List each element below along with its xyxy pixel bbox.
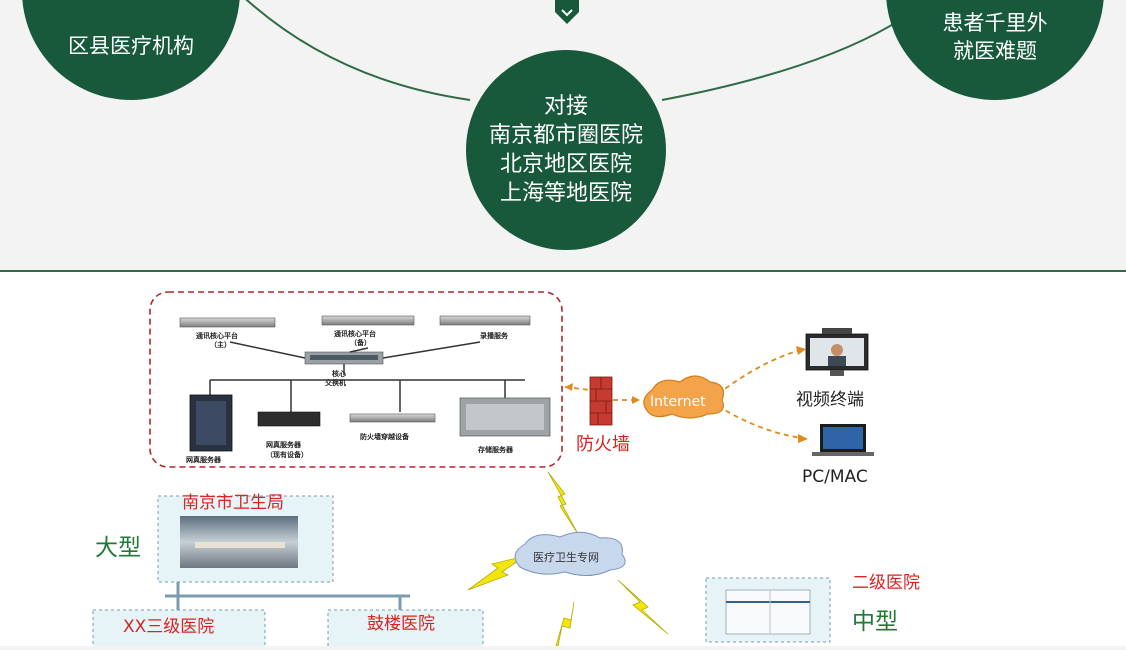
connection-line-4: 上海等地医院: [499, 181, 632, 206]
connector-arcs: [245, 0, 901, 101]
secondary-hospital-site: [705, 577, 831, 643]
large-tier-label: 大型: [95, 535, 141, 561]
arrow-heads: [565, 346, 808, 443]
connection-line-1: 对接: [543, 94, 588, 119]
xx-hospital-site: [92, 609, 266, 650]
svg-text:通讯核心平台: 通讯核心平台: [196, 331, 238, 340]
svg-text:防火墙穿越设备: 防火墙穿越设备: [360, 432, 410, 441]
internet-label: Internet: [650, 394, 706, 410]
network-diagram: 通讯核心平台 （主） 通讯核心平台 （备） 录播服务 核心 交换机: [92, 291, 920, 650]
secondary-hospital-label: 二级医院: [852, 573, 920, 593]
patient-line-2: 就医难题: [953, 39, 1037, 63]
internet-cloud-icon: [643, 375, 725, 419]
svg-text:（现有设备）: （现有设备）: [266, 450, 308, 459]
network-diagram-panel: 通讯核心平台 （主） 通讯核心平台 （备） 录播服务 核心 交换机: [0, 272, 1126, 650]
gateway-server: 网真服务器: [186, 394, 233, 464]
gulou-hospital-label: 鼓楼医院: [367, 614, 435, 634]
down-arrow-icon: [555, 0, 579, 24]
pc-mac-label: PC/MAC: [802, 467, 868, 487]
svg-text:通讯核心平台: 通讯核心平台: [334, 329, 376, 338]
svg-text:核心: 核心: [332, 369, 346, 378]
svg-text:网真服务器: 网真服务器: [266, 440, 302, 449]
server-links: [209, 341, 525, 412]
gateway-server-existing: 网真服务器 （现有设备）: [257, 411, 321, 459]
connection-circle: 对接 南京都市圈医院 北京地区医院 上海等地医院: [466, 50, 666, 250]
svg-text:交换机: 交换机: [325, 378, 346, 387]
patient-line-1: 患者千里外: [942, 11, 1048, 35]
connection-line-2: 南京都市圈医院: [488, 123, 643, 148]
svg-text:（备）: （备）: [350, 338, 371, 347]
video-terminal-label: 视频终端: [796, 390, 864, 410]
firewall-icon: [589, 376, 613, 426]
connection-line-3: 北京地区医院: [499, 152, 632, 177]
gulou-hospital-site: [327, 609, 484, 650]
svg-text:网真服务器: 网真服务器: [186, 455, 222, 464]
medium-tier-label: 中型: [852, 609, 898, 635]
county-medical-circle: 区县医疗机构: [22, 0, 240, 100]
xx-hospital-label: XX三级医院: [123, 617, 214, 637]
nanjing-health-bureau-site: [157, 495, 334, 583]
video-terminal-icon: [805, 328, 869, 376]
county-medical-text: 区县医疗机构: [68, 34, 194, 58]
recording-server: 录播服务: [439, 315, 531, 340]
firewall-traversal-device: 防火墙穿越设备: [349, 413, 436, 441]
top-band: 区县医疗机构 对接 南京都市圈医院 北京地区医院 上海等地医院 患者千里外 就医…: [0, 0, 1126, 270]
svg-text:存储服务器: 存储服务器: [478, 445, 514, 454]
firewall-label: 防火墙: [576, 434, 630, 455]
health-network-cloud-icon: [514, 531, 626, 576]
pc-mac-icon: [812, 424, 874, 456]
core-platform-main-server: 通讯核心平台 （主）: [179, 317, 276, 349]
svg-text:（主）: （主）: [210, 340, 231, 349]
data-center-boundary: [149, 291, 563, 468]
nanjing-health-bureau-label: 南京市卫生局: [182, 493, 284, 513]
svg-text:录播服务: 录播服务: [480, 331, 509, 340]
core-platform-backup-server: 通讯核心平台 （备）: [321, 315, 415, 347]
section-divider: [0, 270, 1126, 272]
storage-server: 存储服务器: [459, 397, 551, 454]
hospital-bus: [165, 582, 410, 612]
health-network-label: 医疗卫生专网: [533, 550, 599, 564]
